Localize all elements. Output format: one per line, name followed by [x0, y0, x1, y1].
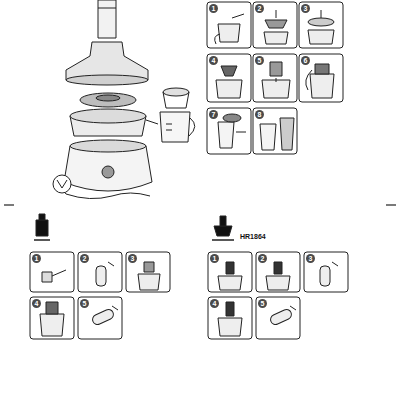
model-name: HR1864: [240, 232, 266, 241]
step-number: 5: [258, 299, 267, 308]
step-number: 5: [80, 299, 89, 308]
step-number: 7: [209, 110, 218, 119]
step-number: 4: [210, 299, 219, 308]
step-number: 1: [32, 254, 41, 263]
step-number: 2: [255, 4, 264, 13]
step-number: 2: [80, 254, 89, 263]
step-number: 3: [301, 4, 310, 13]
step-number: 3: [306, 254, 315, 263]
step-number: 2: [258, 254, 267, 263]
step-number: 6: [301, 56, 310, 65]
step-number: 1: [209, 4, 218, 13]
step-number: 8: [255, 110, 264, 119]
step-number: 3: [128, 254, 137, 263]
step-number: 5: [255, 56, 264, 65]
step-number: 1: [210, 254, 219, 263]
step-number: 4: [209, 56, 218, 65]
step-number: 4: [32, 299, 41, 308]
